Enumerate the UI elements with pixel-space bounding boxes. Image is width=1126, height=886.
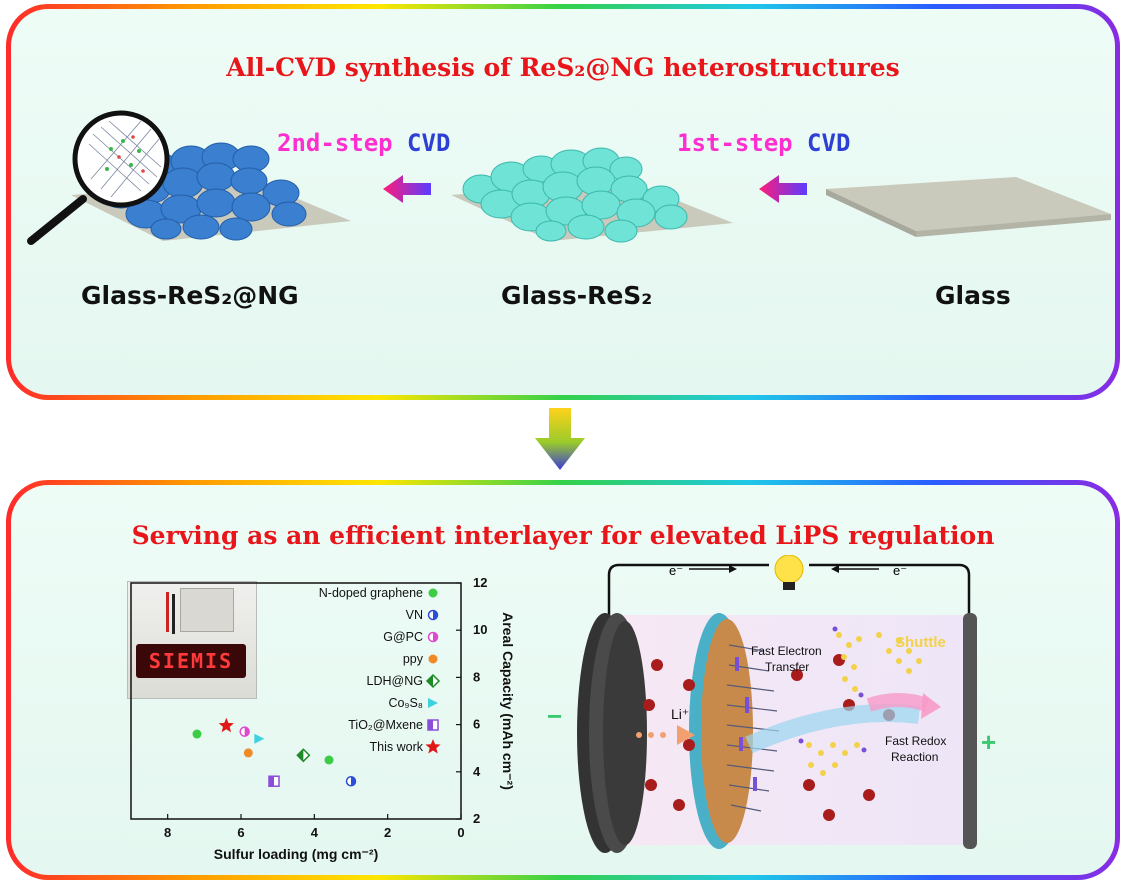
x-tick-label: 8 xyxy=(164,825,171,840)
arrow-1st-step xyxy=(759,175,807,203)
step-label-2nd: 2nd-step CVD xyxy=(277,129,450,157)
separator-interlayer xyxy=(689,613,780,849)
chart-frame xyxy=(130,582,462,820)
battery-schematic: e⁻ e⁻ xyxy=(547,555,996,853)
plus-sign: + xyxy=(981,727,996,757)
x-tick-label: 6 xyxy=(237,825,244,840)
legend-marker-fill xyxy=(433,632,438,642)
li-ion-arrow xyxy=(677,725,695,745)
battery-pouch xyxy=(180,588,234,632)
magnifier-icon xyxy=(27,110,170,245)
legend-label: VN xyxy=(406,608,423,622)
legend-label: ppy xyxy=(403,652,424,666)
synthesis-panel-inner: All-CVD synthesis of ReS₂@NG heterostruc… xyxy=(11,9,1115,395)
electron-label-right: e⁻ xyxy=(893,563,907,578)
application-panel: Serving as an efficient interlayer for e… xyxy=(6,480,1120,880)
step-label-1st: 1st-step CVD xyxy=(677,129,850,157)
stage-label-glass: Glass xyxy=(935,281,1011,310)
bulb-icon xyxy=(774,555,804,590)
down-arrow-icon xyxy=(535,408,585,470)
legend-label: G@PC xyxy=(383,630,423,644)
anode-disc xyxy=(577,613,647,853)
transfer-label: Transfer xyxy=(765,660,809,674)
x-axis-label: Sulfur loading (mg cm⁻²) xyxy=(214,846,379,862)
arrow-2nd-step xyxy=(383,175,431,203)
transport-flow xyxy=(745,704,921,754)
cathode-plate xyxy=(963,613,977,849)
device-photo: SIEMIS xyxy=(127,581,257,699)
data-point xyxy=(218,717,234,733)
legend-marker xyxy=(428,654,438,664)
y-axis-label: Areal Capacity (mAh cm⁻²) xyxy=(500,612,516,790)
glass-substrate-side xyxy=(916,214,1111,237)
glass-substrate-edge xyxy=(826,189,916,237)
fast-redox-label: Fast Redox xyxy=(885,734,946,748)
y-tick-label: 2 xyxy=(473,811,480,826)
x-tick-label: 4 xyxy=(311,825,319,840)
li-markers xyxy=(798,626,867,753)
x-tick-label: 0 xyxy=(457,825,464,840)
y-tick-label: 12 xyxy=(473,575,487,590)
data-point xyxy=(192,729,202,739)
synthesis-illustration xyxy=(27,110,1111,245)
y-tick-label: 10 xyxy=(473,622,487,637)
redox-flow xyxy=(866,693,930,712)
data-point-fill xyxy=(269,776,274,787)
step-1st-part2: CVD xyxy=(792,129,851,157)
data-point xyxy=(254,733,265,744)
y-tick-label: 4 xyxy=(473,764,481,779)
sulfur-chains xyxy=(806,632,922,776)
shuttle-label: Shuttle xyxy=(895,634,946,651)
reaction-label: Reaction xyxy=(891,750,938,764)
y-tick-label: 6 xyxy=(473,717,480,732)
data-point-fill xyxy=(297,749,304,762)
fast-electron-label: Fast Electron xyxy=(751,644,822,658)
res2-flakes xyxy=(462,147,688,243)
minus-sign: − xyxy=(547,701,562,731)
data-point xyxy=(324,755,334,765)
step-2nd-part2: CVD xyxy=(392,129,451,157)
stage-label-res2-ng: Glass-ReS₂@NG xyxy=(81,281,299,310)
legend-marker xyxy=(428,588,438,598)
wire-red xyxy=(166,592,169,632)
x-tick-label: 2 xyxy=(384,825,391,840)
legend-label: N-doped graphene xyxy=(319,586,423,600)
application-title: Serving as an efficient interlayer for e… xyxy=(131,521,995,550)
legend-label: This work xyxy=(370,740,424,754)
synthesis-panel: All-CVD synthesis of ReS₂@NG heterostruc… xyxy=(6,4,1120,400)
y-tick-label: 8 xyxy=(473,669,480,684)
legend-label: Co₉S₈ xyxy=(389,696,423,710)
legend-marker xyxy=(428,698,438,708)
application-panel-inner: Serving as an efficient interlayer for e… xyxy=(11,485,1115,875)
stage-label-res2: Glass-ReS₂ xyxy=(501,281,653,310)
legend-marker xyxy=(425,739,441,754)
synthesis-title: All-CVD synthesis of ReS₂@NG heterostruc… xyxy=(226,53,900,82)
legend-label: TiO₂@Mxene xyxy=(348,718,423,732)
circuit-wire xyxy=(607,563,971,635)
data-point xyxy=(243,748,253,758)
legend-label: LDH@NG xyxy=(367,674,423,688)
step-1st-part1: 1st-step xyxy=(677,129,793,157)
step-2nd-part1: 2nd-step xyxy=(277,129,393,157)
legend-marker-fill xyxy=(433,610,438,620)
legend-marker-fill xyxy=(427,675,433,687)
li-ion-label: Li⁺ xyxy=(671,706,689,722)
legend-marker-fill xyxy=(428,720,433,730)
data-point-fill xyxy=(244,727,250,737)
wire-black xyxy=(172,594,175,634)
electron-label-left: e⁻ xyxy=(669,563,683,578)
led-display: SIEMIS xyxy=(136,644,246,678)
data-point-fill xyxy=(351,776,356,786)
li-ion-particles xyxy=(636,732,666,738)
glass-substrate xyxy=(826,177,1111,231)
